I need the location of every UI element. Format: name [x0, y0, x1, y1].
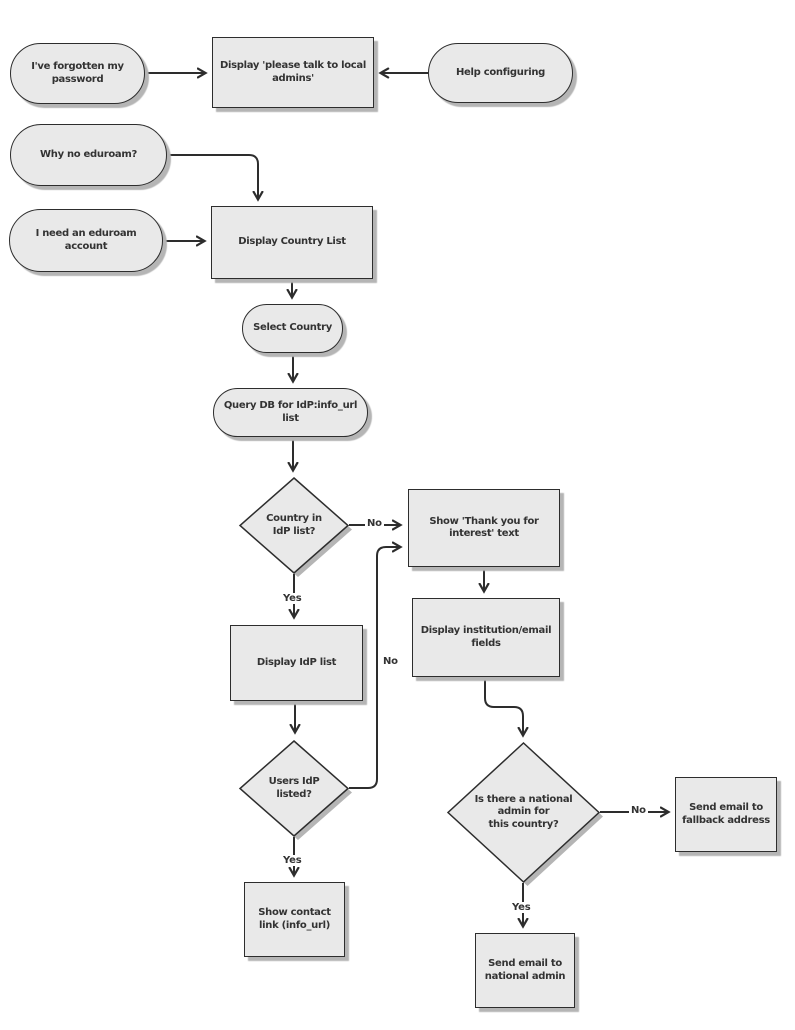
edge-label-users-yes: Yes: [281, 855, 304, 866]
node-query-db-for-idp-info-url-list: Query DB for IdP:info_url list: [213, 388, 368, 437]
node-country-in-idp-list-decision: Country in IdP list?: [238, 477, 352, 577]
edge-why-to-country-list: [167, 154, 264, 202]
diamond-shape: [238, 477, 352, 577]
edge-label-country-no: No: [365, 518, 384, 529]
node-national-admin-decision: Is there a national admin for this count…: [446, 741, 603, 886]
node-show-thank-you-for-interest-text: Show 'Thank you for interest' text: [408, 489, 560, 567]
edge-label-users-no: No: [381, 656, 400, 667]
node-show-contact-link-info-url: Show contact link (info_url): [244, 882, 345, 957]
node-help-configuring: Help configuring: [428, 43, 573, 103]
node-users-idp-listed-decision: Users IdP listed?: [238, 740, 352, 840]
node-send-email-to-fallback-address: Send email to fallback address: [675, 777, 777, 852]
edge-institution-to-diamond3: [484, 677, 529, 738]
node-display-country-list: Display Country List: [211, 206, 373, 279]
edge-label-admin-no: No: [629, 805, 648, 816]
node-select-country: Select Country: [242, 304, 343, 353]
diamond-shape: [446, 741, 603, 886]
decision-label: Country in IdP list?: [266, 513, 322, 537]
diamond-shape: [238, 740, 352, 840]
edge-label-country-yes: Yes: [281, 593, 304, 604]
node-ive-forgotten-my-password: I've forgotten my password: [10, 43, 145, 104]
decision-label: Is there a national admin for this count…: [474, 793, 573, 830]
decision-label: Users IdP listed?: [268, 776, 320, 800]
node-why-no-eduroam: Why no eduroam?: [10, 124, 167, 186]
node-display-institution-email-fields: Display institution/email fields: [412, 598, 560, 677]
node-display-idp-list: Display IdP list: [230, 625, 363, 701]
edge-label-admin-yes: Yes: [510, 902, 533, 913]
node-send-email-to-national-admin: Send email to national admin: [475, 933, 575, 1008]
edge-diamond2-no-to-thankyou: [349, 541, 403, 789]
node-i-need-an-eduroam-account: I need an eduroam account: [9, 209, 163, 272]
node-display-please-talk-to-local-admins: Display 'please talk to local admins': [212, 37, 374, 108]
